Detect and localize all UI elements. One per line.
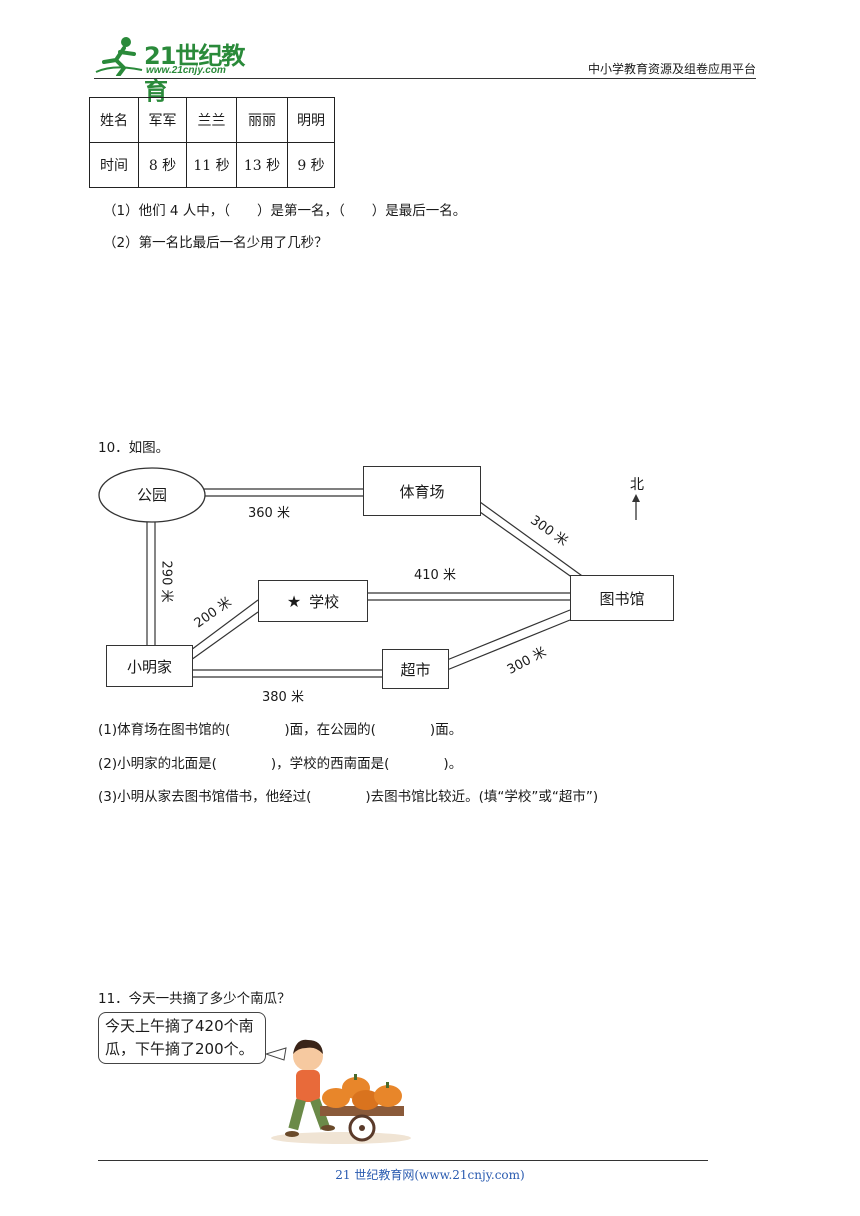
school-box: ★ 学校 xyxy=(258,580,368,622)
platform-name: 中小学教育资源及组卷应用平台 xyxy=(587,62,756,76)
table-cell: 丽丽 xyxy=(236,97,288,143)
q10-title: 10．如图。 xyxy=(98,440,170,456)
runner-logo-icon xyxy=(95,37,143,76)
q10-part2: (2)小明家的北面是( )，学校的西南面是( )。 xyxy=(98,756,463,772)
table-cell: 姓名 xyxy=(89,97,139,143)
dist-school-library: 410 米 xyxy=(414,568,456,583)
site-logo: 21世纪教育 www.21cnjy.com xyxy=(94,34,264,105)
time-table: 姓名 军军 兰兰 丽丽 明明 时间 8 秒 11 秒 13 秒 9 秒 xyxy=(89,97,335,188)
market-box: 超市 xyxy=(382,649,449,689)
header-divider xyxy=(94,78,756,79)
north-label: 北 xyxy=(630,477,644,493)
map-diagram: 公园 体育场 ★ 学校 图书馆 小明家 超市 360 米 300 米 290 米… xyxy=(95,460,685,710)
footer-text: 21 世纪教育网(www.21cnjy.com) xyxy=(335,1168,525,1182)
stadium-box: 体育场 xyxy=(363,466,481,516)
home-box: 小明家 xyxy=(106,645,193,687)
q9-part2: （2）第一名比最后一名少用了几秒？ xyxy=(103,235,328,251)
dist-park-stadium: 360 米 xyxy=(248,506,290,521)
table-cell: 明明 xyxy=(287,97,335,143)
table-row: 姓名 军军 兰兰 丽丽 明明 xyxy=(89,97,335,143)
table-cell: 兰兰 xyxy=(186,97,237,143)
table-cell: 8 秒 xyxy=(138,142,187,188)
map-roads xyxy=(98,467,640,678)
bubble-line: 今天上午摘了420个南 xyxy=(105,1017,254,1035)
star-icon: ★ xyxy=(286,591,302,611)
dist-home-market: 380 米 xyxy=(262,690,304,705)
dist-park-home: 290 米 xyxy=(158,560,174,603)
table-cell: 9 秒 xyxy=(287,142,335,188)
table-row: 时间 8 秒 11 秒 13 秒 9 秒 xyxy=(89,142,335,188)
boy-with-pumpkin-cart-illustration xyxy=(266,1039,411,1144)
q10-part3: (3)小明从家去图书馆借书，他经过( )去图书馆比较近。(填“学校”或“超市”) xyxy=(98,789,599,805)
speech-bubble: 今天上午摘了420个南 瓜，下午摘了200个。 xyxy=(98,1012,266,1064)
q9-part1: （1）他们 4 人中，（ ）是第一名，（ ）是最后一名。 xyxy=(103,203,467,219)
q11-title: 11．今天一共摘了多少个南瓜？ xyxy=(98,991,291,1007)
table-cell: 时间 xyxy=(89,142,139,188)
footer-divider xyxy=(98,1160,708,1161)
logo-text: 21世纪教育 xyxy=(144,42,245,105)
school-label: 学校 xyxy=(309,592,340,611)
table-cell: 11 秒 xyxy=(186,142,237,188)
park-label: 公园 xyxy=(136,486,167,504)
q10-part1: (1)体育场在图书馆的( )面，在公园的( )面。 xyxy=(98,722,463,738)
bubble-line: 瓜，下午摘了200个。 xyxy=(105,1040,254,1058)
library-box: 图书馆 xyxy=(570,575,674,621)
logo-url: www.21cnjy.com xyxy=(146,65,226,76)
park-ellipse xyxy=(98,467,206,523)
table-cell: 13 秒 xyxy=(236,142,288,188)
table-cell: 军军 xyxy=(138,97,187,143)
